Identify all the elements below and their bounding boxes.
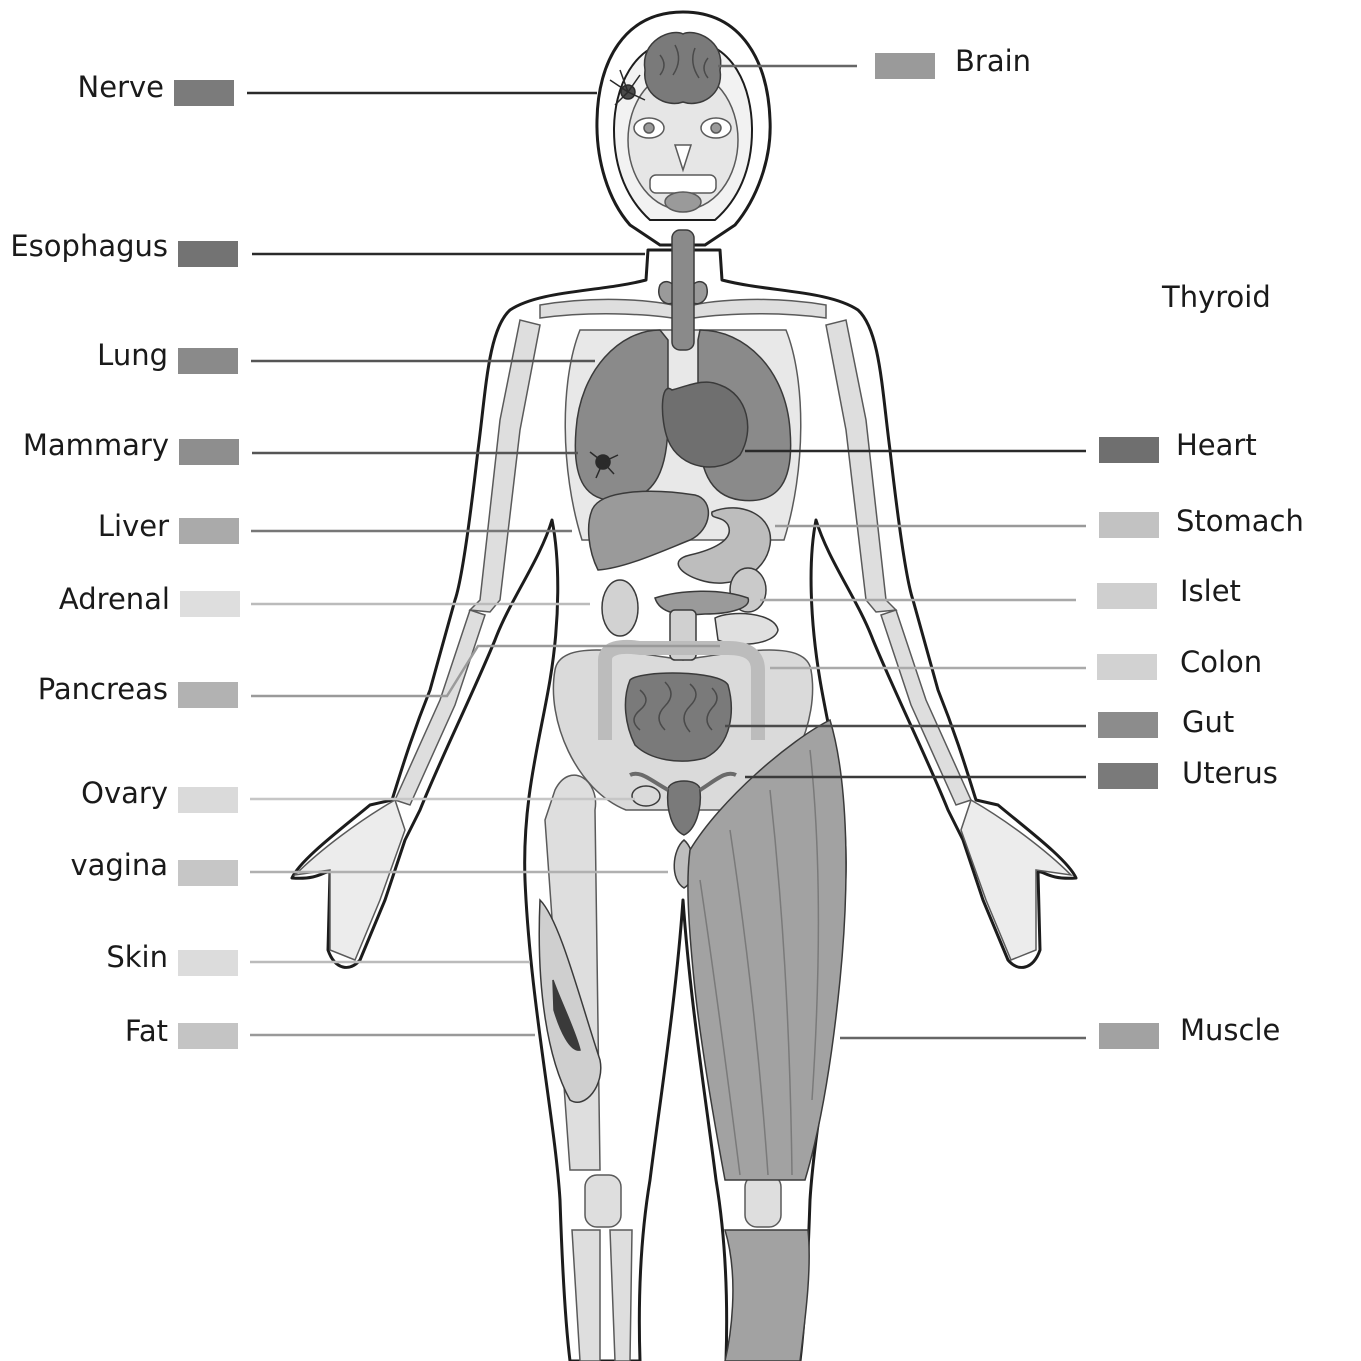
liver-organ [587, 490, 710, 571]
leader-lines [247, 64, 1086, 1040]
label-pancreas: Pancreas [37, 672, 168, 706]
trachea [671, 229, 695, 351]
tumor-icon [589, 451, 619, 479]
pancreas-organ [654, 590, 750, 616]
label-adrenal: Adrenal [58, 582, 170, 616]
organs [538, 31, 847, 1361]
kidney-organ [601, 579, 639, 637]
label-thyroid: Thyroid [1162, 280, 1271, 314]
nerve-cell [609, 69, 646, 106]
swatch-mammary [179, 439, 239, 465]
uterus-organ [666, 780, 702, 836]
swatch-brain [875, 53, 935, 79]
brain-organ [643, 31, 722, 105]
colon-organ [598, 639, 765, 740]
leader-pancreas [251, 644, 720, 698]
label-gut: Gut [1182, 705, 1235, 739]
swatch-heart [1099, 437, 1159, 463]
ovary-organ [631, 785, 661, 807]
label-ovary: Ovary [81, 776, 168, 810]
swatch-adrenal [180, 591, 240, 617]
swatch-stomach [1099, 512, 1159, 538]
label-fat: Fat [124, 1014, 168, 1048]
swatch-pancreas [178, 682, 238, 708]
heart-organ [661, 381, 749, 468]
label-islet: Islet [1180, 574, 1241, 608]
skin-fat-cut [538, 898, 602, 1103]
swatch-uterus [1098, 763, 1158, 789]
swatch-fat [178, 1023, 238, 1049]
swatch-liver [179, 518, 239, 544]
swatch-vagina [178, 860, 238, 886]
swatch-ovary [178, 787, 238, 813]
label-heart: Heart [1176, 428, 1257, 462]
label-lung: Lung [97, 338, 168, 372]
swatch-skin [178, 950, 238, 976]
label-uterus: Uterus [1182, 756, 1278, 790]
label-esophagus: Esophagus [10, 229, 168, 263]
swatch-muscle [1099, 1023, 1159, 1049]
swatch-nerve [174, 80, 234, 106]
swatch-colon [1097, 654, 1157, 680]
gut-organ [624, 672, 732, 762]
label-nerve: Nerve [77, 70, 164, 104]
label-brain: Brain [955, 44, 1032, 78]
label-skin: Skin [106, 940, 168, 974]
label-muscle: Muscle [1180, 1013, 1281, 1047]
swatch-gut [1098, 712, 1158, 738]
swatch-lung [178, 348, 238, 374]
stomach-organ [677, 507, 772, 584]
swatch-esophagus [178, 241, 238, 267]
label-colon: Colon [1180, 645, 1263, 679]
label-mammary: Mammary [22, 428, 169, 462]
label-vagina: vagina [70, 848, 168, 882]
swatch-islet [1097, 583, 1157, 609]
label-liver: Liver [97, 509, 169, 543]
label-stomach: Stomach [1176, 504, 1304, 538]
